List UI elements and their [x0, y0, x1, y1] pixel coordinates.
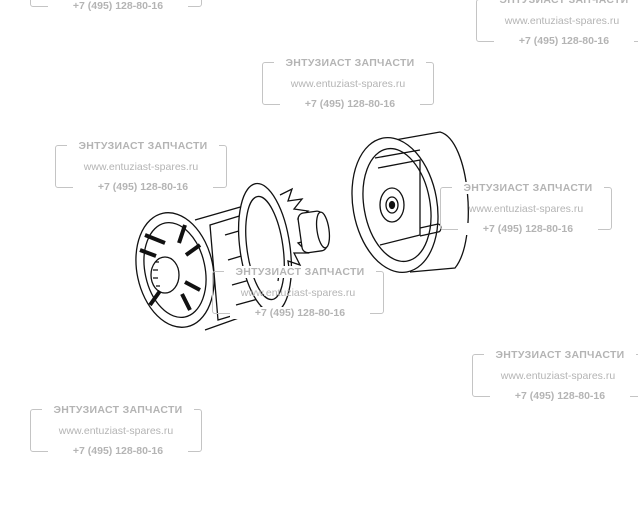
watermark-url: www.entuziast-spares.ru [290, 78, 406, 90]
watermark-top-right: ЭНТУЗИАСТ ЗАПЧАСТИ www.entuziast-spares.… [476, 0, 638, 47]
watermark-phone: +7 (495) 128-80-16 [230, 307, 370, 319]
watermark-phone: +7 (495) 128-80-16 [48, 445, 188, 457]
watermark-url: www.entuziast-spares.ru [504, 15, 620, 27]
watermark-title: ЭНТУЗИАСТ ЗАПЧАСТИ [452, 182, 604, 194]
watermark-title: ЭНТУЗИАСТ ЗАПЧАСТИ [42, 404, 194, 416]
watermark-phone: +7 (495) 128-80-16 [48, 0, 188, 12]
watermark-left: ЭНТУЗИАСТ ЗАПЧАСТИ www.entuziast-spares.… [55, 140, 227, 193]
watermark-phone: +7 (495) 128-80-16 [490, 390, 630, 402]
watermark-right-lower: ЭНТУЗИАСТ ЗАПЧАСТИ www.entuziast-spares.… [472, 349, 638, 402]
watermark-center-top: ЭНТУЗИАСТ ЗАПЧАСТИ www.entuziast-spares.… [262, 57, 434, 110]
watermark-top-left: ЭНТУЗИАСТ ЗАПЧАСТИ www.entuziast-spares.… [30, 0, 202, 12]
watermark-url: www.entuziast-spares.ru [83, 161, 199, 173]
watermark-url: www.entuziast-spares.ru [468, 203, 584, 215]
watermark-url: www.entuziast-spares.ru [240, 287, 356, 299]
watermark-title: ЭНТУЗИАСТ ЗАПЧАСТИ [274, 57, 426, 69]
watermark-phone: +7 (495) 128-80-16 [73, 181, 213, 193]
watermark-title: ЭНТУЗИАСТ ЗАПЧАСТИ [224, 266, 376, 278]
watermark-url: www.entuziast-spares.ru [500, 370, 616, 382]
bell-cup-housing [351, 131, 469, 274]
watermark-phone: +7 (495) 128-80-16 [458, 223, 598, 235]
watermark-url: www.entuziast-spares.ru [58, 425, 174, 437]
watermark-bottom-left: ЭНТУЗИАСТ ЗАПЧАСТИ www.entuziast-spares.… [30, 404, 202, 457]
watermark-title: ЭНТУЗИАСТ ЗАПЧАСТИ [484, 349, 636, 361]
watermark-phone: +7 (495) 128-80-16 [494, 35, 634, 47]
watermark-right-mid: ЭНТУЗИАСТ ЗАПЧАСТИ www.entuziast-spares.… [440, 182, 612, 235]
watermark-title: ЭНТУЗИАСТ ЗАПЧАСТИ [488, 0, 638, 6]
watermark-phone: +7 (495) 128-80-16 [280, 98, 420, 110]
watermark-title: ЭНТУЗИАСТ ЗАПЧАСТИ [67, 140, 219, 152]
watermark-center: ЭНТУЗИАСТ ЗАПЧАСТИ www.entuziast-spares.… [212, 266, 384, 319]
